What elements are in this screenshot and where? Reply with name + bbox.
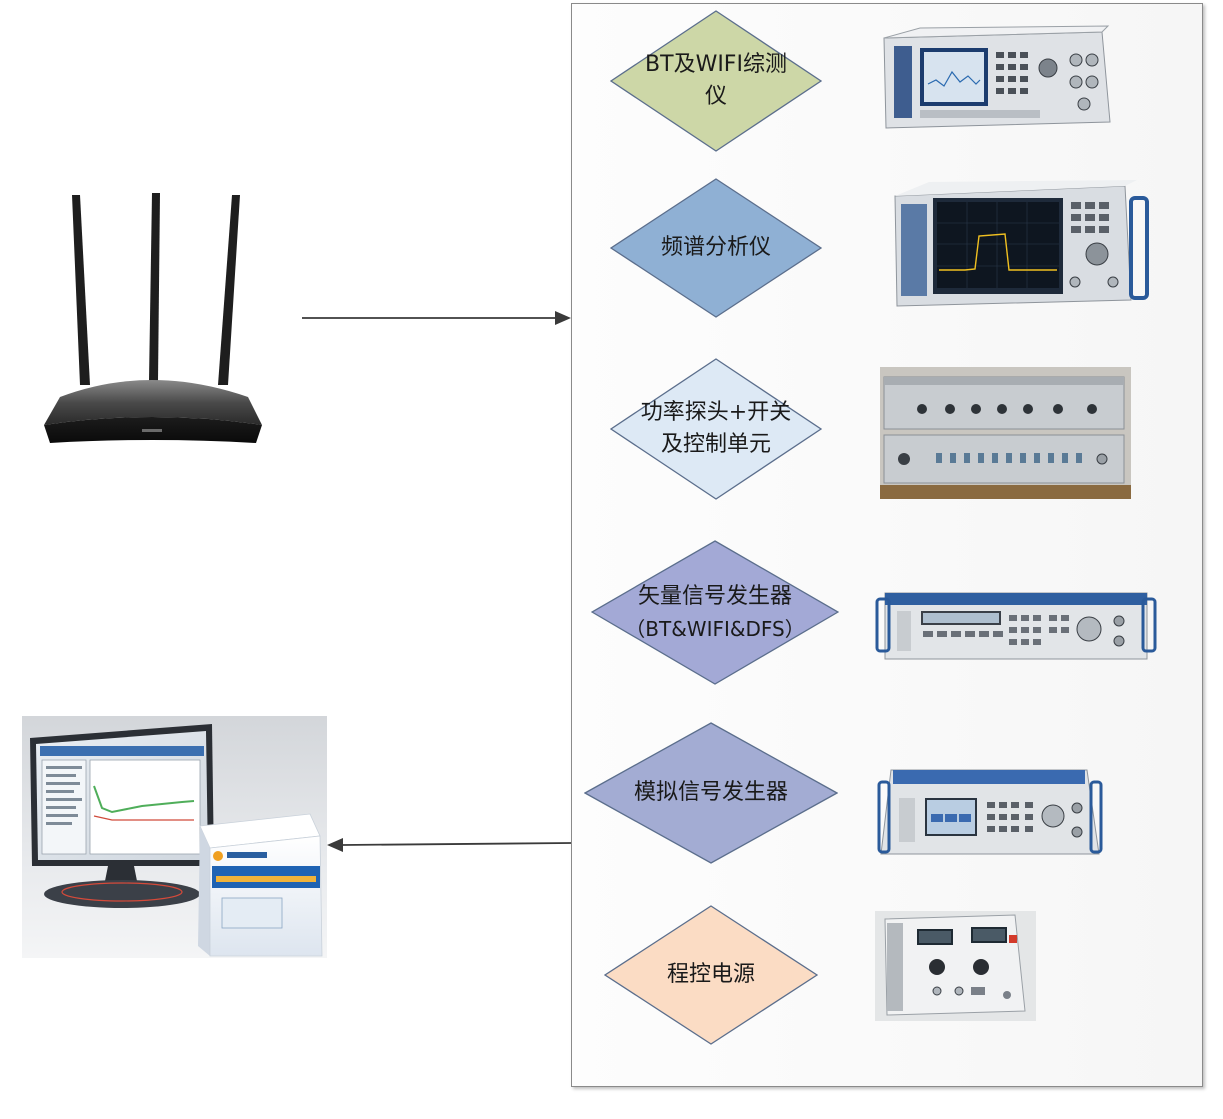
spectrum-analyzer-image: [875, 178, 1159, 316]
diamond-label-line1: 矢量信号发生器: [637, 583, 792, 609]
diamond-analog-signal-generator: 模拟信号发生器: [584, 722, 838, 864]
analog-signal-generator-image: [865, 758, 1110, 864]
diamond-power-probe-switch: 功率探头+开关 及控制单元: [610, 358, 822, 500]
diamond-programmable-power-supply: 程控电源: [604, 905, 818, 1045]
arrow-router-to-panel: [302, 311, 571, 325]
power-probe-switch-image: [880, 367, 1131, 499]
bt-wifi-tester-image: [880, 24, 1114, 134]
diamond-label-line2: （BT&WIFI&DFS）: [625, 616, 805, 641]
diamond-label-line1: BT及WIFI综测: [645, 52, 787, 77]
diamond-spectrum-analyzer: 频谱分析仪: [610, 178, 822, 318]
diamond-bt-wifi-tester: BT及WIFI综测 仪: [610, 10, 822, 152]
router-image: [20, 185, 285, 455]
arrow-panel-to-pc: [327, 838, 572, 852]
pc-software-image: [22, 716, 327, 958]
diamond-label-line1: 功率探头+开关: [640, 400, 792, 425]
diamond-label-line1: 程控电源: [666, 962, 755, 987]
power-supply-image: [875, 911, 1036, 1021]
vector-signal-generator-image: [873, 571, 1159, 668]
diamond-label-line2: 及控制单元: [660, 432, 771, 457]
diamond-label-line1: 模拟信号发生器: [633, 780, 788, 805]
diamond-label-line1: 频谱分析仪: [660, 235, 771, 260]
diamond-vector-signal-generator: 矢量信号发生器 （BT&WIFI&DFS）: [591, 540, 839, 685]
diamond-label-line2: 仪: [704, 84, 727, 109]
